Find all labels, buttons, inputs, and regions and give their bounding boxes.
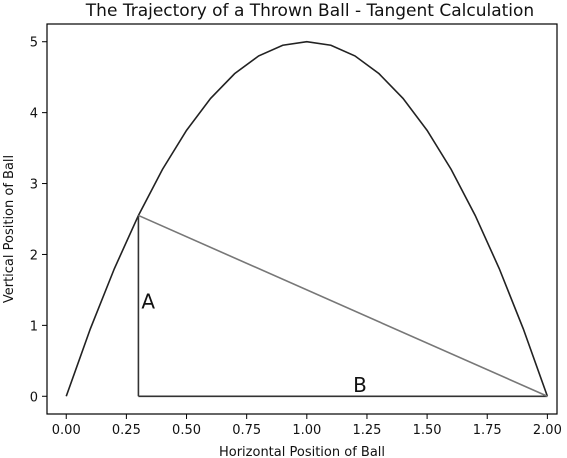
annotations: AB	[141, 290, 366, 398]
y-tick-label: 4	[30, 107, 38, 122]
marks-layer	[65, 40, 549, 398]
x-tick-label: 1.25	[352, 423, 381, 438]
y-tick-label: 3	[30, 178, 38, 193]
x-tick-label: 0.00	[52, 423, 81, 438]
x-tick-label: 1.50	[413, 423, 442, 438]
y-axis: 0 1 2 3 4 5	[30, 36, 47, 405]
x-tick-label: 2.00	[533, 423, 562, 438]
y-tick-label: 0	[30, 390, 38, 405]
plot-frame	[46, 23, 558, 415]
x-tick-label: 1.00	[292, 423, 321, 438]
x-tick-label: 0.75	[232, 423, 261, 438]
annotation-b: B	[353, 373, 367, 397]
y-tick-label: 5	[30, 36, 38, 51]
x-axis-label: Horizontal Position of Ball	[219, 445, 385, 458]
chart-title: The Trajectory of a Thrown Ball - Tangen…	[85, 1, 534, 21]
annotation-a: A	[141, 290, 155, 314]
x-tick-label: 0.25	[112, 423, 141, 438]
y-tick-label: 1	[30, 319, 38, 334]
y-axis-label: Vertical Position of Ball	[2, 155, 17, 303]
plot-area: 0.00 0.25 0.50 0.75 1.00 1.25 1.50 1.75 2.00 0 1 2…	[30, 23, 562, 438]
trajectory-line	[65, 40, 549, 397]
y-tick-label: 2	[30, 248, 38, 263]
x-axis: 0.00 0.25 0.50 0.75 1.00 1.25 1.50 1.75 2.00	[52, 414, 562, 438]
x-tick-label: 1.75	[473, 423, 502, 438]
x-tick-label: 0.50	[172, 423, 201, 438]
secant-line	[138, 214, 548, 398]
